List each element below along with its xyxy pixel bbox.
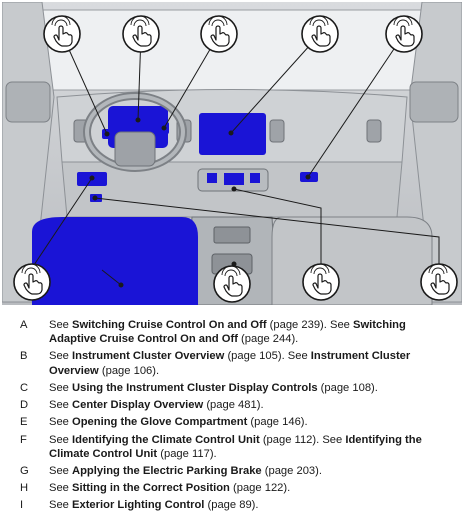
passenger-seat bbox=[271, 216, 433, 305]
callout-text: See Instrument Cluster Overview (page 10… bbox=[49, 350, 411, 377]
callout-text: See Exterior Lighting Control (page 89). bbox=[49, 499, 259, 512]
touch-hand-icon bbox=[13, 263, 51, 301]
touch-hand-icon bbox=[385, 15, 423, 53]
touch-hand-icon bbox=[302, 263, 340, 301]
callout-row: F See Identifying the Climate Control Un… bbox=[0, 433, 464, 462]
callout-row: H See Sitting in the Correct Position (p… bbox=[0, 481, 464, 495]
touch-hand-icon bbox=[200, 15, 238, 53]
callout-text: See Using the Instrument Cluster Display… bbox=[49, 381, 378, 394]
touch-hand-icon bbox=[213, 265, 251, 303]
callout-letter: H bbox=[20, 482, 29, 495]
callout-text: See Identifying the Climate Control Unit… bbox=[49, 433, 422, 460]
callout-row: G See Applying the Electric Parking Brak… bbox=[0, 464, 464, 478]
driver-seat bbox=[32, 217, 198, 305]
left-mirror bbox=[5, 81, 51, 123]
callout-row: E See Opening the Glove Compartment (pag… bbox=[0, 415, 464, 429]
climate-control-unit bbox=[224, 173, 244, 185]
callout-letter: E bbox=[20, 416, 28, 429]
callout-row: C See Using the Instrument Cluster Displ… bbox=[0, 381, 464, 395]
callout-legend: A See Switching Cruise Control On and Of… bbox=[0, 318, 464, 516]
callout-text: See Opening the Glove Compartment (page … bbox=[49, 416, 308, 429]
callout-row: B See Instrument Cluster Overview (page … bbox=[0, 349, 464, 378]
touch-hand-icon bbox=[43, 15, 81, 53]
callout-text: See Applying the Electric Parking Brake … bbox=[49, 465, 322, 478]
callout-letter: C bbox=[20, 381, 29, 394]
center-right-vent bbox=[269, 119, 285, 143]
vehicle-interior-figure bbox=[2, 2, 462, 305]
left-door bbox=[2, 2, 55, 303]
callout-letter: G bbox=[20, 465, 29, 478]
callout-letter: B bbox=[20, 350, 28, 363]
right-mirror bbox=[409, 81, 459, 123]
callout-text: See Switching Cruise Control On and Off … bbox=[49, 319, 406, 346]
right-door bbox=[409, 2, 462, 303]
steering-hub bbox=[114, 131, 156, 167]
callout-letter: I bbox=[20, 499, 24, 512]
callout-letter: A bbox=[20, 319, 28, 331]
callout-row: D See Center Display Overview (page 481)… bbox=[0, 398, 464, 412]
touch-hand-icon bbox=[420, 263, 458, 301]
callout-row: A See Switching Cruise Control On and Of… bbox=[0, 318, 464, 347]
callout-text: See Center Display Overview (page 481). bbox=[49, 399, 264, 412]
console-switches bbox=[213, 226, 251, 244]
right-vent bbox=[366, 119, 382, 143]
callout-row: I See Exterior Lighting Control (page 89… bbox=[0, 498, 464, 512]
callout-letter: F bbox=[20, 433, 27, 446]
callout-letter: D bbox=[20, 399, 29, 412]
callout-text: See Sitting in the Correct Position (pag… bbox=[49, 482, 291, 495]
touch-hand-icon bbox=[301, 15, 339, 53]
touch-hand-icon bbox=[122, 15, 160, 53]
